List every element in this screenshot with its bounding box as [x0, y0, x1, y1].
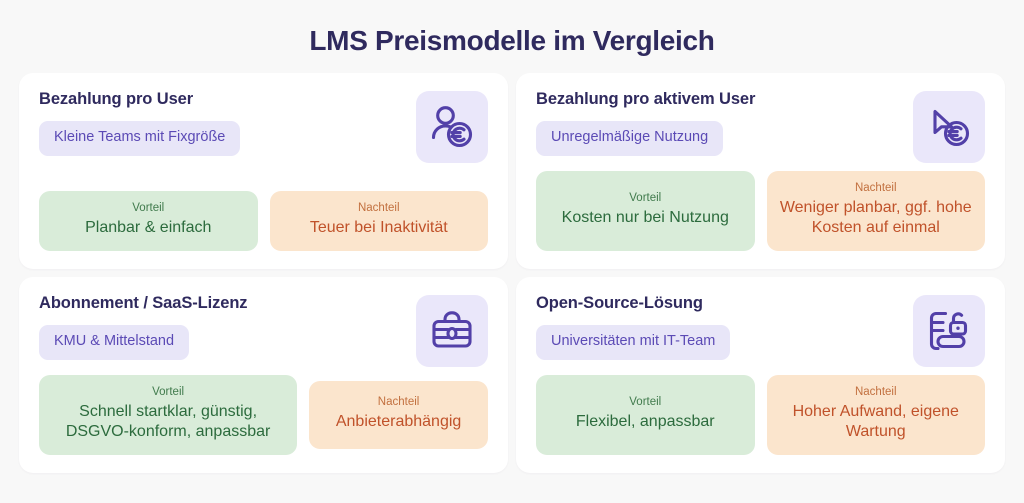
pro-box: Vorteil Planbar & einfach — [39, 191, 258, 251]
card-header: Abonnement / SaaS-Lizenz KMU & Mittelsta… — [39, 293, 488, 367]
con-label: Nachteil — [854, 385, 897, 398]
card-header: Bezahlung pro User Kleine Teams mit Fixg… — [39, 89, 488, 163]
pro-label: Vorteil — [132, 202, 165, 215]
pro-label: Vorteil — [629, 191, 662, 204]
pro-box: Vorteil Kosten nur bei Nutzung — [536, 170, 755, 251]
con-box: Nachteil Anbieterabhängig — [309, 380, 488, 449]
card-title: Abonnement / SaaS-Lizenz — [39, 293, 248, 312]
user-euro-icon — [416, 90, 488, 163]
card-header: Open-Source-Lösung Universitäten mit IT-… — [536, 293, 985, 367]
card-title: Bezahlung pro User — [39, 89, 194, 108]
con-label: Nachteil — [854, 181, 897, 194]
pro-value: Kosten nur bei Nutzung — [561, 208, 729, 226]
card-title: Bezahlung pro aktivem User — [536, 89, 756, 108]
cursor-euro-icon — [913, 90, 985, 163]
con-box: Nachteil Teuer bei Inaktivität — [269, 191, 488, 251]
card-title: Open-Source-Lösung — [536, 293, 703, 312]
card-header: Bezahlung pro aktivem User Unregelmäßige… — [536, 89, 985, 163]
card-chip: Unregelmäßige Nutzung — [536, 121, 724, 157]
con-value: Teuer bei Inaktivität — [309, 219, 448, 237]
card-chip: KMU & Mittelstand — [39, 325, 190, 361]
card-grid: Bezahlung pro User Kleine Teams mit Fixg… — [0, 58, 1024, 492]
pro-label: Vorteil — [152, 385, 185, 398]
pros-cons-row: Vorteil Schnell startklar, günstig, DSGV… — [39, 374, 488, 455]
con-box: Nachteil Weniger planbar, ggf. hohe Kost… — [766, 170, 985, 251]
card-bezahlung-pro-user: Bezahlung pro User Kleine Teams mit Fixg… — [19, 72, 508, 269]
con-value: Hoher Aufwand, eigene Wartung — [792, 402, 959, 441]
pro-box: Vorteil Flexibel, anpassbar — [536, 374, 755, 455]
card-header-text: Abonnement / SaaS-Lizenz KMU & Mittelsta… — [39, 293, 248, 361]
pro-box: Vorteil Schnell startklar, günstig, DSGV… — [39, 374, 298, 455]
card-open-source-loesung: Open-Source-Lösung Universitäten mit IT-… — [516, 276, 1005, 473]
card-header-text: Bezahlung pro User Kleine Teams mit Fixg… — [39, 89, 241, 157]
page-title: LMS Preismodelle im Vergleich — [309, 25, 715, 56]
pro-value: Schnell startklar, günstig, DSGVO-konfor… — [65, 402, 271, 441]
pro-value: Flexibel, anpassbar — [575, 412, 715, 430]
card-header-text: Open-Source-Lösung Universitäten mit IT-… — [536, 293, 731, 361]
pro-label: Vorteil — [629, 395, 662, 408]
pro-value: Planbar & einfach — [85, 219, 212, 237]
pros-cons-row: Vorteil Planbar & einfach Nachteil Teuer… — [39, 191, 488, 251]
card-abonnement-saas-lizenz: Abonnement / SaaS-Lizenz KMU & Mittelsta… — [19, 276, 508, 473]
con-label: Nachteil — [377, 395, 420, 408]
pros-cons-row: Vorteil Flexibel, anpassbar Nachteil Hoh… — [536, 374, 985, 455]
briefcase-icon — [416, 294, 488, 367]
card-header-text: Bezahlung pro aktivem User Unregelmäßige… — [536, 89, 755, 157]
con-box: Nachteil Hoher Aufwand, eigene Wartung — [766, 374, 985, 455]
con-value: Anbieterabhängig — [335, 412, 462, 430]
card-chip: Kleine Teams mit Fixgröße — [39, 121, 241, 157]
con-label: Nachteil — [357, 202, 400, 215]
con-value: Weniger planbar, ggf. hohe Kosten auf ei… — [779, 198, 972, 237]
pros-cons-row: Vorteil Kosten nur bei Nutzung Nachteil … — [536, 170, 985, 251]
open-lock-server-icon — [913, 294, 985, 367]
card-bezahlung-pro-aktivem-user: Bezahlung pro aktivem User Unregelmäßige… — [516, 72, 1005, 269]
card-chip: Universitäten mit IT-Team — [536, 325, 731, 361]
